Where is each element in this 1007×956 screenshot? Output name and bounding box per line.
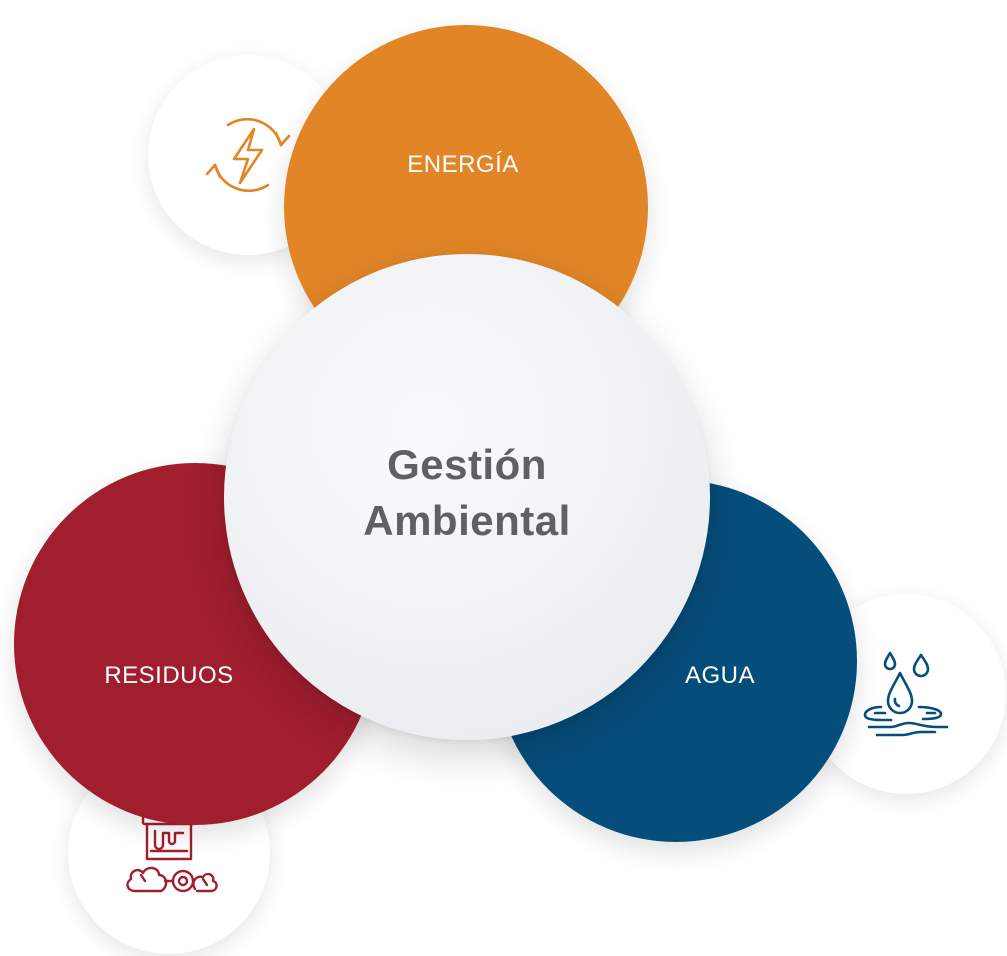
energy-cycle-icon	[205, 117, 291, 193]
center-circle: Gestión Ambiental	[224, 254, 710, 740]
water-drops-icon	[863, 651, 949, 737]
water-label: AGUA	[684, 662, 756, 689]
center-title-line-2: Ambiental	[363, 497, 571, 544]
waste-label: RESIDUOS	[104, 662, 234, 689]
center-title-line-1: Gestión	[387, 441, 547, 488]
center-title: Gestión Ambiental	[363, 437, 571, 549]
energy-label: ENERGÍA	[407, 151, 519, 178]
